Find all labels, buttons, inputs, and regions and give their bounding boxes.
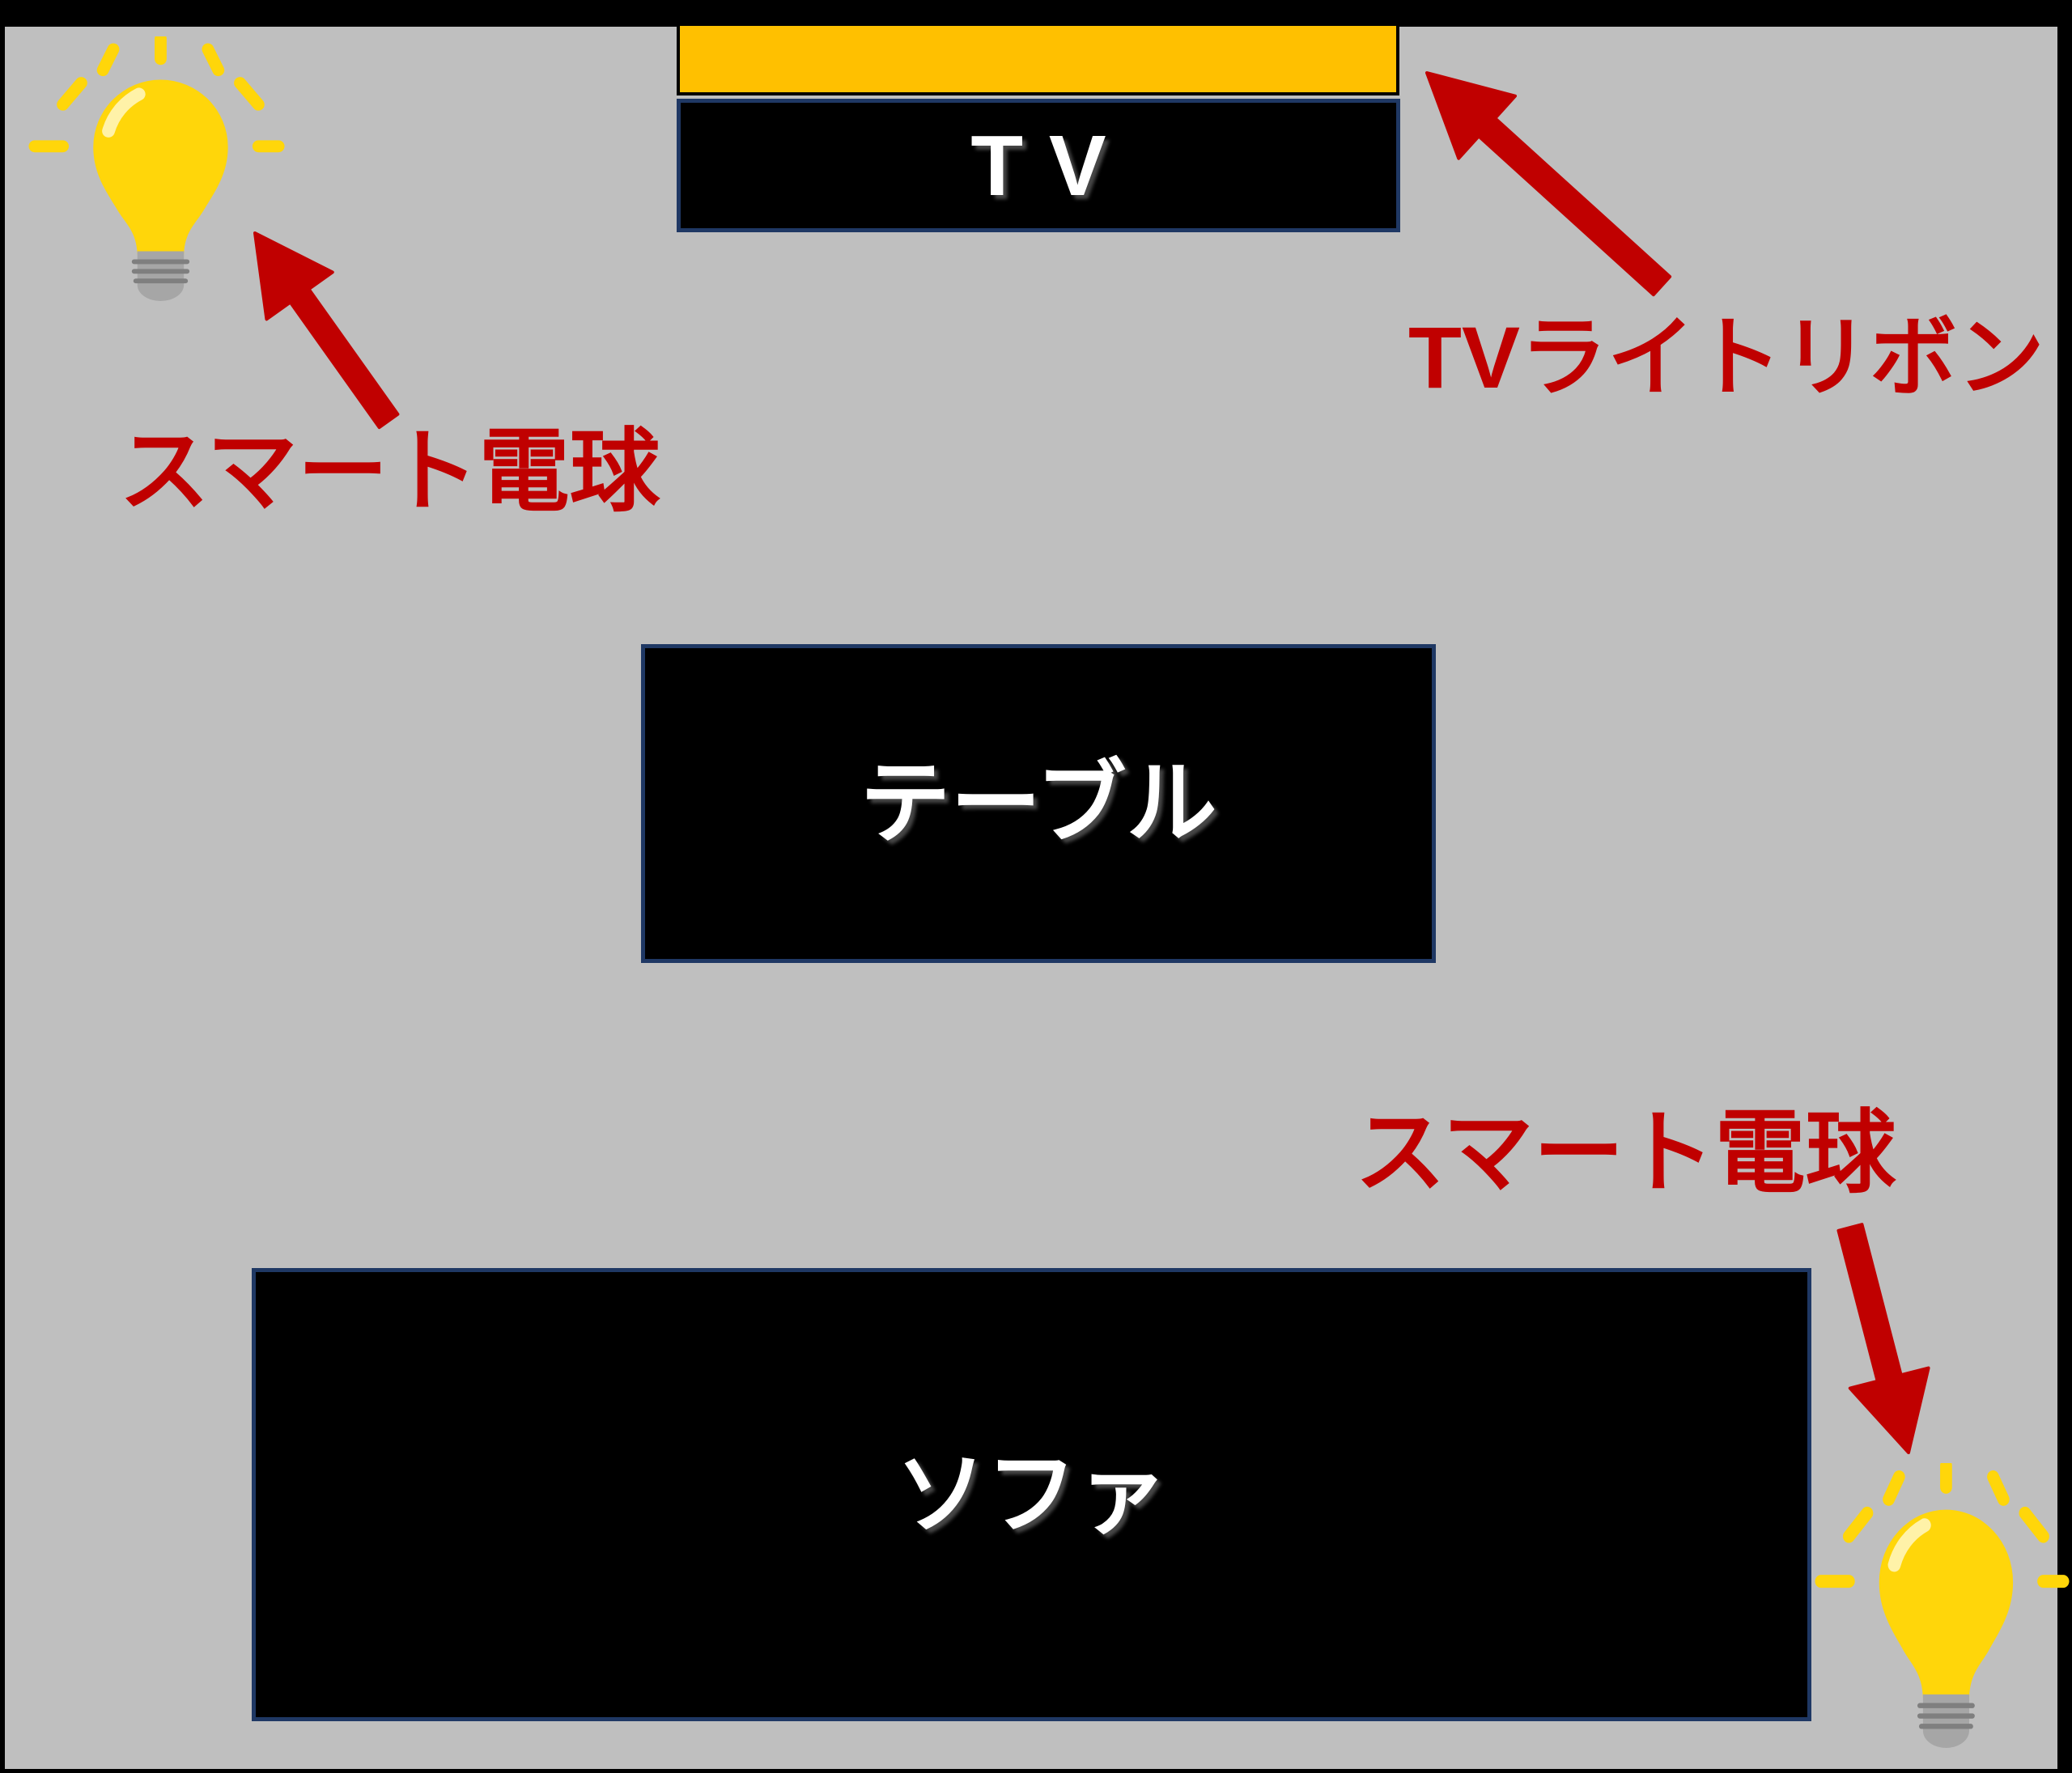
tv-light-ribbon-annotation: TVライトリボン [1408,308,2045,406]
tv-light-ribbon-bar [677,23,1399,95]
table-label: テーブル [860,753,1217,854]
tv-box: TV [677,99,1400,232]
table-box: テーブル [641,644,1436,963]
tv-label: TV [970,117,1132,214]
smart-bulb-annotation-top-left: スマート電球 [119,421,660,522]
light-bulb-icon [28,36,285,301]
light-bulb-icon [1815,1463,2070,1748]
sofa-label: ソファ [895,1444,1168,1545]
smart-bulb-annotation-bottom-right: スマート電球 [1355,1102,1896,1203]
sofa-box: ソファ [252,1268,1811,1721]
